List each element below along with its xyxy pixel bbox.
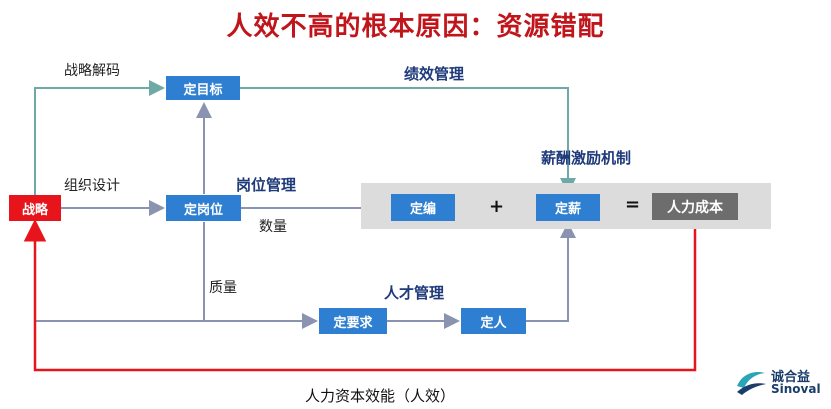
label-quantity: 数量 (259, 219, 287, 235)
edge-person-to-salary (526, 222, 576, 322)
node-set-person: 定人 (461, 308, 526, 334)
label-org-design: 组织设计 (64, 178, 120, 194)
edge-goal-to-salary (240, 87, 576, 194)
heading-compensation: 薪酬激励机制 (541, 149, 632, 167)
heading-talent-mgmt: 人才管理 (384, 284, 445, 302)
node-set-post: 定岗位 (166, 195, 241, 221)
edge-cost-feedback (23, 219, 697, 372)
node-set-salary: 定薪 (536, 194, 600, 221)
logo-text-cn: 诚合益 (771, 370, 811, 385)
node-strategy: 战略 (9, 195, 61, 221)
plus-operator: + (489, 196, 505, 217)
logo-text-en: Sinoval (771, 382, 821, 396)
page-title: 人效不高的根本原因：资源错配 (226, 12, 605, 42)
heading-performance-mgmt: 绩效管理 (404, 65, 465, 83)
edge-strategy-to-goal (34, 80, 165, 195)
node-set-requirement: 定要求 (319, 308, 387, 334)
label-quality: 质量 (209, 280, 237, 296)
node-labor-cost: 人力成本 (652, 193, 738, 220)
bottom-label: 人力资本效能（人效） (304, 387, 455, 405)
heading-post-mgmt: 岗位管理 (236, 176, 297, 194)
node-set-goal: 定目标 (166, 76, 240, 100)
node-set-quota: 定编 (391, 194, 455, 221)
label-strategy-decoding: 战略解码 (64, 63, 120, 79)
sinoval-logo-icon (737, 372, 766, 395)
equals-operator: = (625, 194, 641, 215)
